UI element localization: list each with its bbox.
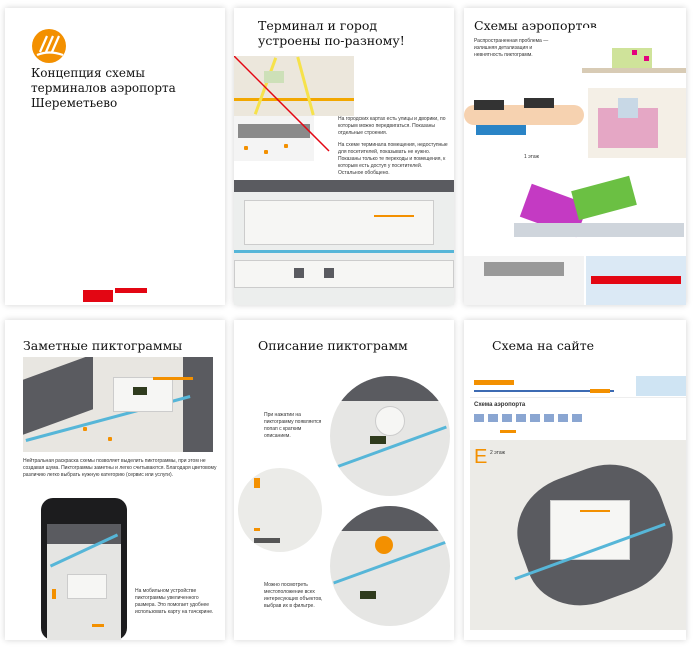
page-title: Схема на сайте <box>492 338 595 353</box>
sheremetyevo-logo <box>32 29 66 63</box>
example-map-5 <box>464 256 584 305</box>
page-cover: Концепция схемы терминалов аэропорта Шер… <box>5 8 225 305</box>
page-title: Описание пиктограмм <box>258 338 408 353</box>
site-heading: Схема аэропорта <box>474 402 526 408</box>
site-map: E 2 этаж <box>470 440 686 630</box>
terminal-3d-map <box>23 357 213 452</box>
paragraph: Распространенная проблема — излишняя дет… <box>474 38 549 58</box>
terminal-3d-map <box>234 180 454 305</box>
example-map-3 <box>588 88 686 158</box>
website-screenshot: Схема аэропорта E 2 этаж <box>470 376 686 630</box>
paragraph: Можно посмотреть местоположение всех инт… <box>264 582 323 609</box>
studio-logo <box>83 290 113 302</box>
paragraph: На городских картах есть улицы и дворики… <box>338 116 446 136</box>
example-map-4 <box>504 163 686 253</box>
paragraph: На мобильном устройстве пиктограммы увел… <box>135 588 214 615</box>
filter-panel <box>238 468 322 552</box>
example-map-6 <box>586 256 686 305</box>
example-map-2 <box>464 80 584 150</box>
page-title: Схемы аэропортов <box>474 18 597 33</box>
paragraph: На схеме терминала помещения, недоступны… <box>338 142 448 176</box>
page-site-scheme: Схема на сайте Схема аэропорта E 2 этаж <box>464 320 686 640</box>
strike-line <box>234 56 330 152</box>
site-header <box>470 376 686 398</box>
page-pictogram-description: Описание пиктограмм При нажатии на пикто… <box>234 320 454 640</box>
page-title: Концепция схемы терминалов аэропорта Шер… <box>31 66 176 110</box>
floor-label: 1 этаж <box>524 154 539 160</box>
floor-label: 2 этаж <box>490 450 505 456</box>
paragraph: При нажатии на пиктограмму появляется по… <box>264 412 322 439</box>
filter-map-circle <box>330 506 450 626</box>
example-map-1 <box>582 28 686 83</box>
page-title: Заметные пиктограммы <box>23 338 183 353</box>
phone-map <box>47 524 121 640</box>
popup-map-circle <box>330 376 450 496</box>
page-visible-pictograms: Заметные пиктограммы Нейтральная раскрас… <box>5 320 225 640</box>
terminal-letter: E <box>474 446 488 468</box>
page-airport-schemes: Схемы аэропортов Распространенная пробле… <box>464 8 686 305</box>
phone-mockup <box>41 498 127 640</box>
page-terminal-vs-city: Терминал и город устроены по-разному! На… <box>234 8 454 305</box>
studio-logo-caption <box>115 288 147 293</box>
city-map <box>234 56 354 116</box>
paragraph: Нейтральная раскраска схемы позволяет вы… <box>23 458 217 478</box>
page-title: Терминал и город устроены по-разному! <box>258 18 405 48</box>
